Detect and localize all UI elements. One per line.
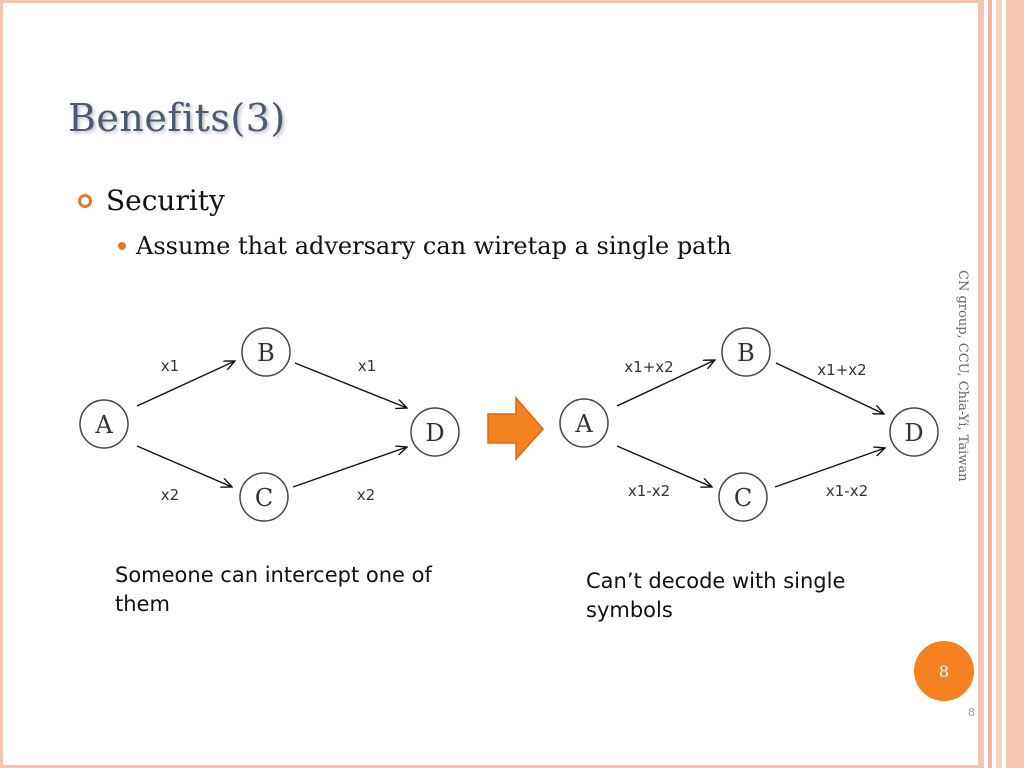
node-a-label: A <box>574 410 593 438</box>
node-d-label: D <box>904 419 923 447</box>
bullet-security-text: Security <box>106 184 225 217</box>
edge-b-d-label: x1 <box>358 357 376 375</box>
slide-frame-bottom <box>0 765 978 768</box>
slide-frame-left <box>0 0 3 768</box>
diagram-right: A B C D x1+x2 x1+x2 x1-x2 x1-x2 <box>559 327 939 522</box>
decorative-stripe <box>1006 0 1024 768</box>
decorative-stripe <box>988 0 992 768</box>
caption-right: Can’t decode with single symbols <box>586 569 846 622</box>
node-a-label: A <box>94 411 113 439</box>
node-b <box>721 327 771 377</box>
dot-bullet-icon <box>118 242 126 250</box>
edge-b-d <box>294 362 407 408</box>
edge-c-d-label: x1-x2 <box>826 482 868 500</box>
node-d <box>410 407 460 457</box>
ring-bullet-icon <box>78 193 92 208</box>
node-c-label: C <box>734 484 752 512</box>
diagram-left: A B C D x1 x1 x2 x2 <box>79 327 460 522</box>
edge-a-c-label: x2 <box>161 486 179 504</box>
node-c <box>239 472 289 522</box>
edge-b-d-label: x1+x2 <box>817 361 866 379</box>
edge-a-c-label: x1-x2 <box>628 482 670 500</box>
edge-a-b-label: x1+x2 <box>624 358 673 376</box>
edge-c-d <box>774 448 885 488</box>
bullet-security: Security <box>78 184 225 217</box>
transform-arrow-icon <box>487 395 545 461</box>
node-a <box>559 398 609 448</box>
decorative-stripe <box>978 0 984 768</box>
sidebar-affiliation: CN group, CCU, Chia-Yi, Taiwan <box>955 270 970 482</box>
edge-c-d <box>292 447 407 488</box>
node-c <box>718 472 768 522</box>
node-b-label: B <box>257 339 275 367</box>
node-a <box>79 399 129 449</box>
page-number-small: 8 <box>968 706 975 719</box>
edge-a-b-label: x1 <box>161 357 179 375</box>
edge-a-b <box>616 360 715 407</box>
slide-frame-top <box>0 0 978 3</box>
edge-a-c <box>136 445 232 487</box>
edge-c-d-label: x2 <box>357 486 375 504</box>
node-b-label: B <box>737 339 755 367</box>
edge-b-d <box>775 362 884 414</box>
edge-a-c <box>616 445 712 487</box>
node-b <box>241 327 291 377</box>
edge-a-b <box>136 361 235 407</box>
page-number-badge: 8 <box>914 641 974 701</box>
bullet-assumption-text: Assume that adversary can wiretap a sing… <box>136 232 732 260</box>
slide-title: Benefits(3) <box>68 96 286 140</box>
caption-left: Someone can intercept one of them <box>115 563 432 616</box>
node-c-label: C <box>255 484 273 512</box>
node-d-label: D <box>425 419 444 447</box>
bullet-assumption: Assume that adversary can wiretap a sing… <box>118 232 732 260</box>
decorative-stripe <box>996 0 1002 768</box>
node-d <box>889 407 939 457</box>
